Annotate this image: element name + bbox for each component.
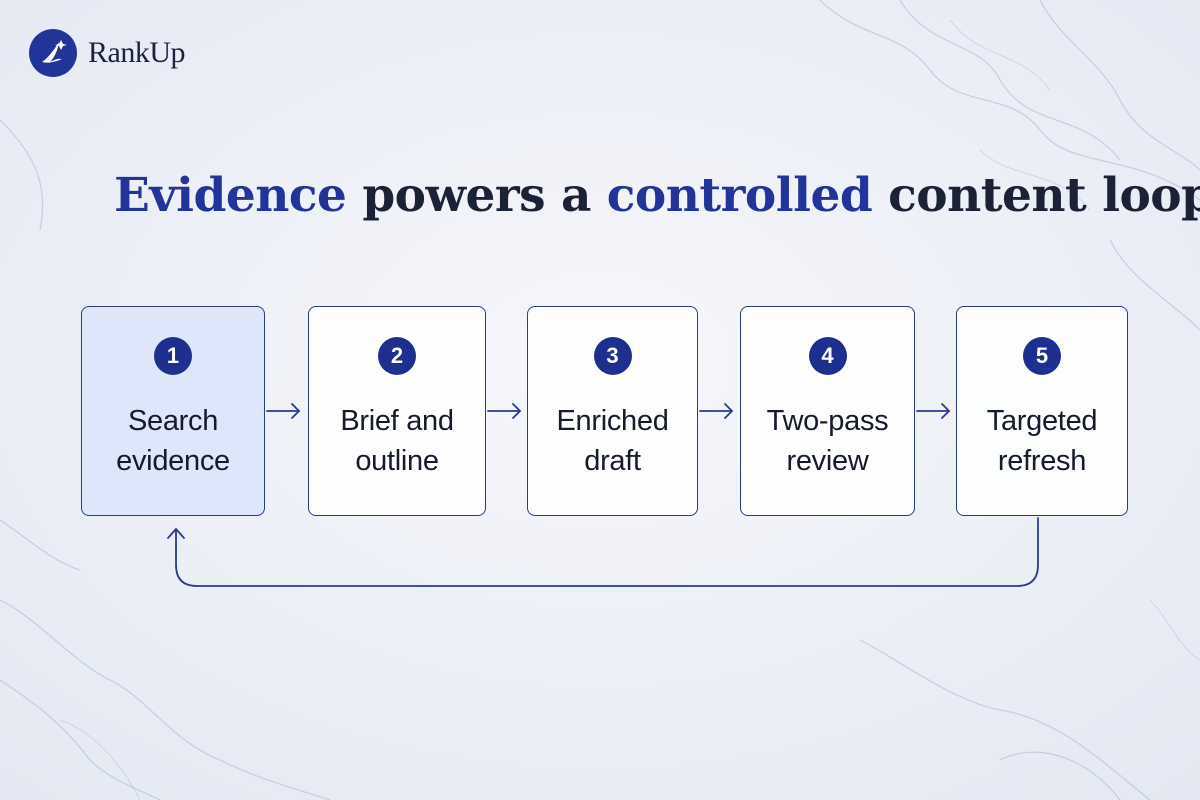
rankup-logo-icon xyxy=(29,29,77,77)
step-label-line: Enriched xyxy=(556,405,669,437)
step-label: Search evidence xyxy=(82,401,264,481)
step-label-line: Search xyxy=(127,405,219,437)
step-number-badge: 3 xyxy=(593,337,632,375)
title-segment-1: Evidence xyxy=(114,168,347,223)
step-label-line: Brief and xyxy=(340,405,454,437)
step-label: Two-pass review xyxy=(741,401,914,481)
step-label-line: refresh xyxy=(997,445,1087,477)
brand-logo[interactable]: RankUp xyxy=(28,28,186,78)
step-label-line: Targeted xyxy=(986,405,1098,437)
step-card-4[interactable]: 4 Two-pass review xyxy=(740,306,915,516)
step-number-badge: 5 xyxy=(1023,337,1061,375)
step-label: Brief and outline xyxy=(309,401,485,481)
step-label: Targeted refresh xyxy=(957,401,1127,481)
step-card-1[interactable]: 1 Search evidence xyxy=(81,306,265,516)
step-card-2[interactable]: 2 Brief and outline xyxy=(308,306,486,516)
step-number-badge: 2 xyxy=(378,337,416,375)
step-label-line: evidence xyxy=(116,445,230,477)
step-label-line: Two-pass xyxy=(766,405,889,437)
step-label-line: draft xyxy=(584,445,641,477)
step-card-3[interactable]: 3 Enriched draft xyxy=(527,306,698,516)
loop-back-arrow-icon xyxy=(167,517,1039,587)
arrow-right-icon xyxy=(266,403,300,419)
step-label-line: outline xyxy=(355,445,439,477)
step-number-badge: 1 xyxy=(154,337,192,375)
step-label-line: review xyxy=(786,445,869,477)
title-segment-2: powers a xyxy=(346,168,607,223)
arrow-right-icon xyxy=(699,403,733,419)
title-segment-3: controlled xyxy=(606,168,873,223)
brand-name: RankUp xyxy=(88,36,186,69)
step-card-5[interactable]: 5 Targeted refresh xyxy=(956,306,1128,516)
page-title: Evidence powers a controlled content loo… xyxy=(0,168,1200,223)
step-number-badge: 4 xyxy=(808,337,847,375)
step-label: Enriched draft xyxy=(528,401,697,481)
arrow-right-icon xyxy=(916,403,950,419)
title-segment-4: content loop xyxy=(872,168,1200,223)
arrow-right-icon xyxy=(487,403,521,419)
